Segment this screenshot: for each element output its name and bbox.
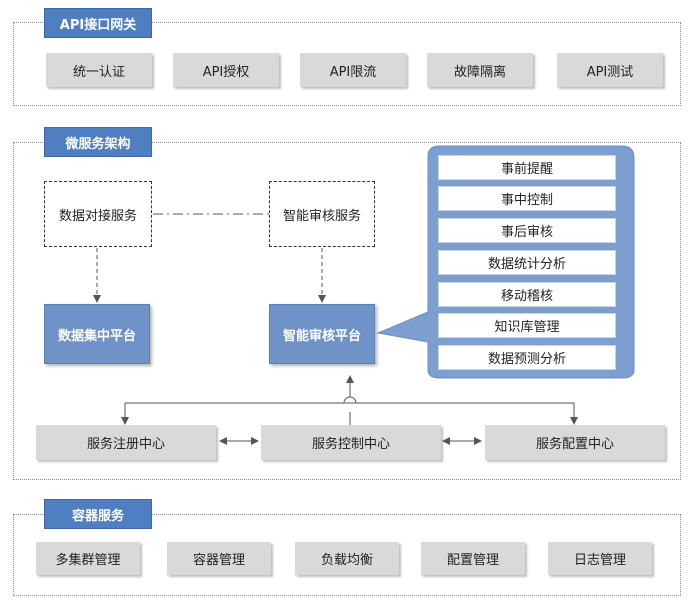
data-platform-box[interactable]: 数据集中平台: [44, 304, 150, 364]
microservice-section: [13, 142, 681, 480]
microservice-title: 微服务架构: [44, 127, 152, 157]
bubble-item-mobile-audit: 移动稽核: [438, 282, 616, 307]
multi-cluster-management-button[interactable]: 多集群管理: [36, 542, 140, 575]
bubble-item-data-prediction: 数据预测分析: [438, 345, 616, 370]
service-control-center[interactable]: 服务控制中心: [261, 425, 441, 460]
audit-service-box: 智能审核服务: [269, 181, 375, 247]
log-management-button[interactable]: 日志管理: [548, 542, 652, 575]
container-service-section: [13, 514, 681, 596]
api-authorization-button[interactable]: API授权: [173, 53, 279, 87]
fault-isolation-button[interactable]: 故障隔离: [427, 53, 533, 87]
bubble-item-post-audit: 事后审核: [438, 218, 616, 243]
data-sync-service-box: 数据对接服务: [44, 181, 152, 247]
api-gateway-section: [13, 22, 681, 106]
unified-auth-button[interactable]: 统一认证: [46, 53, 152, 87]
bubble-item-in-process-control: 事中控制: [438, 186, 616, 211]
bubble-item-pre-reminder: 事前提醒: [438, 155, 616, 180]
config-management-button[interactable]: 配置管理: [421, 542, 525, 575]
bubble-item-data-statistics: 数据统计分析: [438, 250, 616, 275]
service-config-center[interactable]: 服务配置中心: [485, 425, 665, 460]
api-test-button[interactable]: API测试: [557, 53, 663, 87]
load-balancing-button[interactable]: 负载均衡: [295, 542, 399, 575]
bubble-item-knowledge-base: 知识库管理: [438, 313, 616, 338]
service-registry-center[interactable]: 服务注册中心: [36, 425, 216, 460]
audit-platform-box[interactable]: 智能审核平台: [269, 304, 375, 364]
container-management-button[interactable]: 容器管理: [167, 542, 271, 575]
api-rate-limit-button[interactable]: API限流: [300, 53, 406, 87]
container-service-title: 容器服务: [44, 499, 152, 529]
api-gateway-title: API接口网关: [44, 8, 152, 38]
